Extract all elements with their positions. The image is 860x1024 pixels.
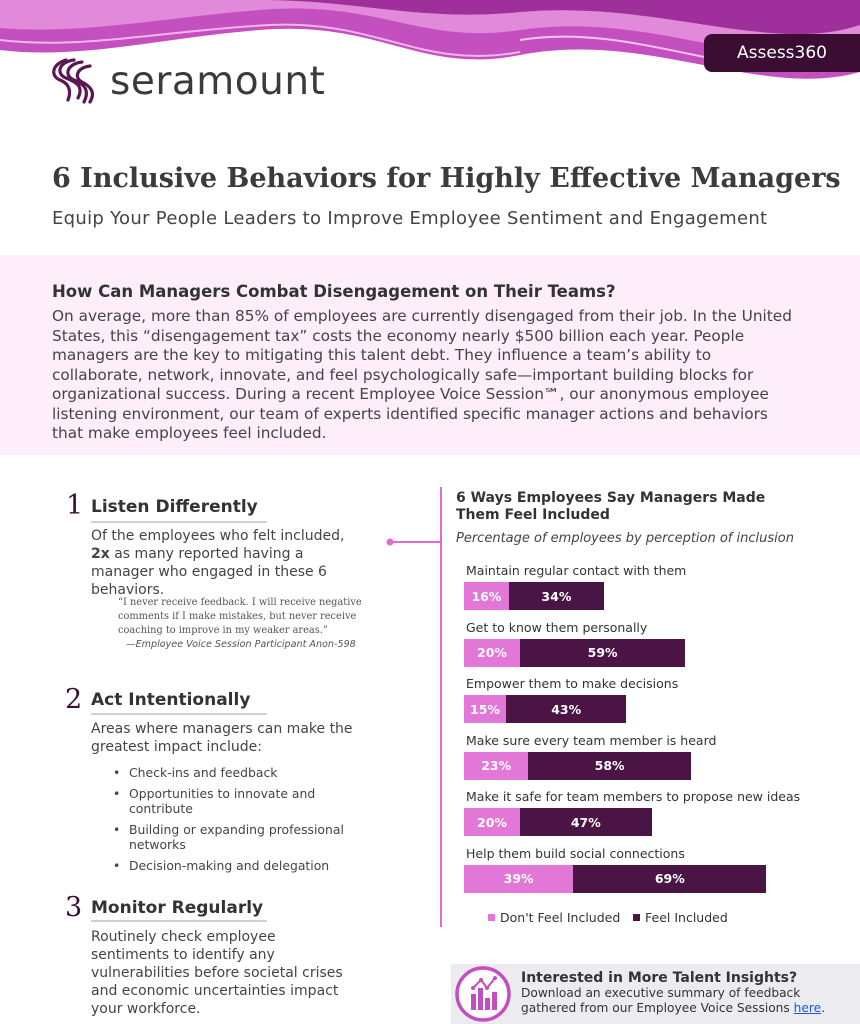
legend-swatch (488, 914, 495, 921)
bar-feel-included: 69% (573, 864, 767, 893)
section-underline (91, 521, 267, 523)
chart-subtitle: Percentage of employees by perception of… (456, 531, 794, 546)
callout-text: . (821, 1001, 825, 1015)
bar-feel-included: 59% (520, 638, 686, 667)
page-subtitle: Equip Your People Leaders to Improve Emp… (52, 208, 768, 229)
list-item: Building or expanding professional netwo… (113, 822, 373, 852)
header-wave-decoration (0, 0, 860, 79)
section-body-text: Of the employees who felt included, (91, 528, 345, 544)
bar-dont-feel-included: 20% (464, 808, 520, 836)
bar-dont-feel-included: 20% (464, 638, 520, 667)
bar-category-label: Make it safe for team members to propose… (466, 789, 801, 804)
bar-value-label: 39% (503, 871, 534, 886)
bar-category-label: Empower them to make decisions (466, 676, 679, 691)
section-underline (91, 920, 267, 922)
bar-chart-icon (455, 966, 511, 1022)
callout-text: Download an executive summary of feedbac… (521, 986, 801, 1015)
seramount-logo-icon (52, 58, 95, 104)
section-body-listen: Of the employees who felt included, 2x a… (91, 527, 363, 599)
bar-category-label: Get to know them personally (466, 619, 648, 635)
legend-label: Don't Feel Included (500, 910, 621, 925)
seramount-logo-text: seramount (110, 58, 326, 104)
legend-swatch (633, 914, 640, 921)
list-item: Opportunities to innovate and contribute (113, 786, 373, 816)
list-item: Decision-making and delegation (113, 858, 373, 873)
talent-insights-callout: Interested in More Talent Insights? Down… (451, 964, 860, 1024)
bar-value-label: 16% (471, 588, 502, 604)
impact-areas-list: Check-ins and feedback Opportunities to … (113, 765, 373, 879)
bar-category-label: Help them build social connections (466, 845, 685, 861)
bar-value-label: 20% (477, 814, 507, 830)
bar-value-label: 34% (541, 588, 572, 604)
participant-quote: “I never receive feedback. I will receiv… (118, 597, 362, 636)
bar-feel-included: 34% (508, 582, 604, 610)
legend-item-feel-included: Feel Included (633, 910, 728, 925)
connector-line (386, 538, 442, 546)
list-item: Check-ins and feedback (113, 765, 373, 780)
bar-dont-feel-included: 16% (464, 582, 509, 610)
section-body-act: Areas where managers can make the greate… (91, 721, 353, 755)
section-number-3: 3 (65, 892, 83, 923)
intro-section: How Can Managers Combat Disengagement on… (0, 255, 860, 455)
seramount-logo: seramount (50, 56, 325, 106)
bar-value-label: 43% (551, 701, 582, 717)
bar-category-label: Make sure every team member is heard (466, 732, 717, 748)
callout-body: Download an executive summary of feedbac… (521, 986, 851, 1016)
quote-attribution: —Employee Voice Session Participant Anon… (126, 639, 356, 650)
bar-category-label: Maintain regular contact with them (466, 563, 687, 578)
download-summary-link[interactable]: here (793, 1001, 822, 1015)
section-number-1: 1 (66, 490, 84, 521)
bar-dont-feel-included: 23% (464, 751, 529, 780)
assess360-badge: Assess360 (704, 34, 860, 72)
bar-feel-included: 43% (506, 695, 627, 723)
chart-divider-line (440, 487, 442, 927)
section-title-act: Act Intentionally (91, 690, 251, 710)
callout-title: Interested in More Talent Insights? (521, 970, 798, 986)
section-underline (91, 713, 267, 715)
section-title-listen: Listen Differently (91, 497, 258, 517)
bar-value-label: 20% (477, 645, 507, 660)
section-body-monitor: Routinely check employee sentiments to i… (91, 929, 343, 1017)
bar-feel-included: 58% (528, 751, 691, 780)
section-number-2: 2 (65, 684, 83, 715)
intro-body: On average, more than 85% of employees a… (52, 307, 792, 442)
bar-value-label: 58% (594, 758, 625, 773)
intro-heading: How Can Managers Combat Disengagement on… (52, 282, 616, 301)
bar-feel-included: 47% (520, 808, 652, 836)
bar-dont-feel-included: 39% (464, 864, 574, 893)
section-body-highlight: 2x (91, 546, 110, 562)
bar-value-label: 47% (570, 814, 601, 830)
legend-label: Feel Included (645, 910, 728, 925)
legend-item-dont-feel-included: Don't Feel Included (488, 910, 620, 925)
chart-title: 6 Ways Employees Say Managers Made Them … (456, 490, 766, 523)
section-title-monitor: Monitor Regularly (91, 898, 264, 918)
bar-value-label: 15% (470, 701, 500, 717)
bar-dont-feel-included: 15% (464, 695, 506, 723)
section-body-text: as many reported having a manager who en… (91, 546, 327, 598)
bar-value-label: 69% (654, 871, 685, 886)
bar-value-label: 59% (587, 645, 618, 660)
bar-value-label: 23% (481, 758, 512, 773)
page-title: 6 Inclusive Behaviors for Highly Effecti… (52, 163, 841, 194)
